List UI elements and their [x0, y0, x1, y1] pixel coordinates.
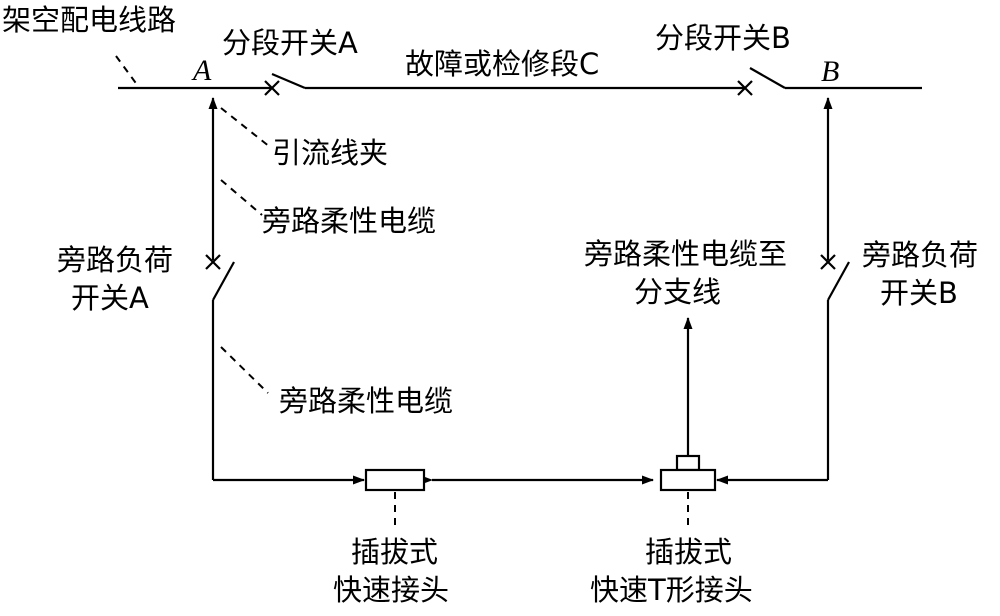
load-switch-a-label-line2: 开关A — [71, 281, 149, 315]
load-switch-b-label-line2: 开关B — [880, 276, 958, 310]
branch-cable-label-line1: 旁路柔性电缆至 — [584, 237, 787, 271]
section-switch-b-label: 分段开关B — [655, 21, 791, 55]
section-switch-a-symbol — [264, 72, 306, 96]
quick-t-connector — [659, 454, 717, 492]
bypass-cable-upper-label: 旁路柔性电缆 — [262, 204, 436, 238]
section-switch-a-label: 分段开关A — [222, 26, 358, 60]
load-switch-a-label-line1: 旁路负荷 — [57, 243, 173, 277]
clamp-label: 引流线夹 — [272, 136, 388, 170]
node-b-label: B — [821, 55, 839, 88]
quick-connector — [364, 468, 426, 492]
node-a-label: A — [191, 54, 212, 87]
load-switch-b-label-line1: 旁路负荷 — [862, 238, 978, 272]
overhead-line-label: 架空配电线路 — [2, 3, 176, 37]
quick-connector-label-line2: 快速接头 — [333, 573, 449, 607]
t-connector-label-line1: 插拔式 — [645, 535, 732, 569]
t-connector-label-line2: 快速T形接头 — [590, 573, 753, 607]
load-switch-a-blade — [212, 261, 235, 301]
branch-cable-label-line2: 分支线 — [634, 275, 721, 309]
bypass-cable-lower-label: 旁路柔性电缆 — [279, 384, 453, 418]
bypass-cable-left — [205, 97, 365, 485]
bypass-cable-right — [716, 97, 850, 485]
leader-lines — [115, 55, 689, 530]
section-switch-b-symbol — [737, 67, 786, 96]
fault-section-label: 故障或检修段C — [405, 47, 599, 81]
quick-connector-label-line1: 插拔式 — [351, 535, 438, 569]
load-switch-b-blade — [827, 261, 850, 301]
